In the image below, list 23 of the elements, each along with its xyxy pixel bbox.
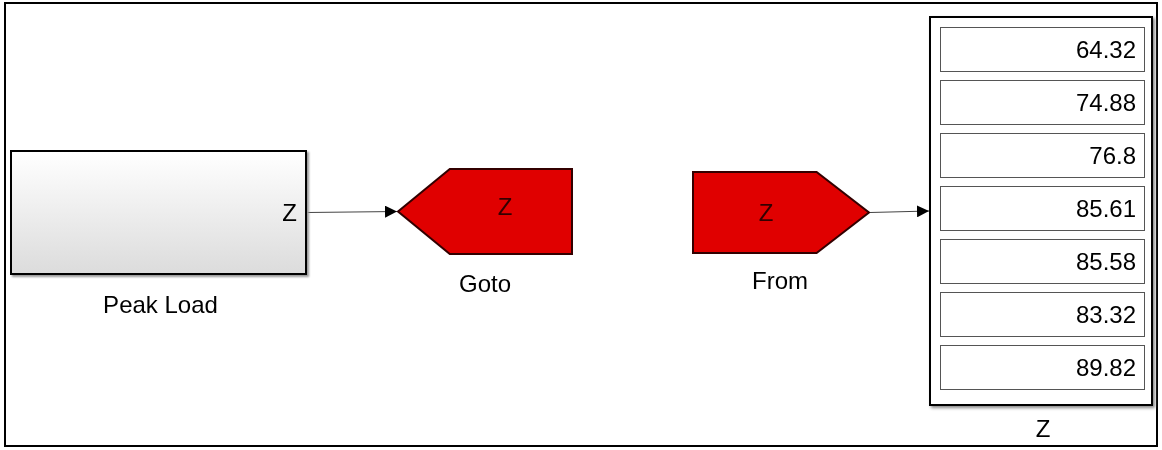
signal-line xyxy=(869,205,930,218)
display-value: 83.32 xyxy=(1075,299,1136,330)
signal-line xyxy=(306,205,398,218)
value-field xyxy=(940,186,1145,231)
value-field xyxy=(940,133,1145,178)
value-field xyxy=(940,239,1145,284)
block-caption: Goto xyxy=(459,269,511,299)
display-value: 89.82 xyxy=(1075,352,1136,383)
port-label: Z xyxy=(758,197,774,228)
block-caption: Z xyxy=(1035,414,1051,444)
value-field xyxy=(940,345,1145,390)
display-value: 85.58 xyxy=(1075,246,1136,277)
port-label: Z xyxy=(282,197,297,228)
value-field xyxy=(940,292,1145,337)
display-value: 85.61 xyxy=(1075,193,1136,224)
block-caption: From xyxy=(752,266,808,296)
block-caption: Peak Load xyxy=(103,290,218,320)
value-field xyxy=(940,27,1145,72)
display-value: 64.32 xyxy=(1075,34,1136,65)
display-value: 74.88 xyxy=(1075,87,1136,118)
port-label: Z xyxy=(497,191,513,222)
display-value: 76.8 xyxy=(1089,140,1136,171)
value-field xyxy=(940,80,1145,125)
